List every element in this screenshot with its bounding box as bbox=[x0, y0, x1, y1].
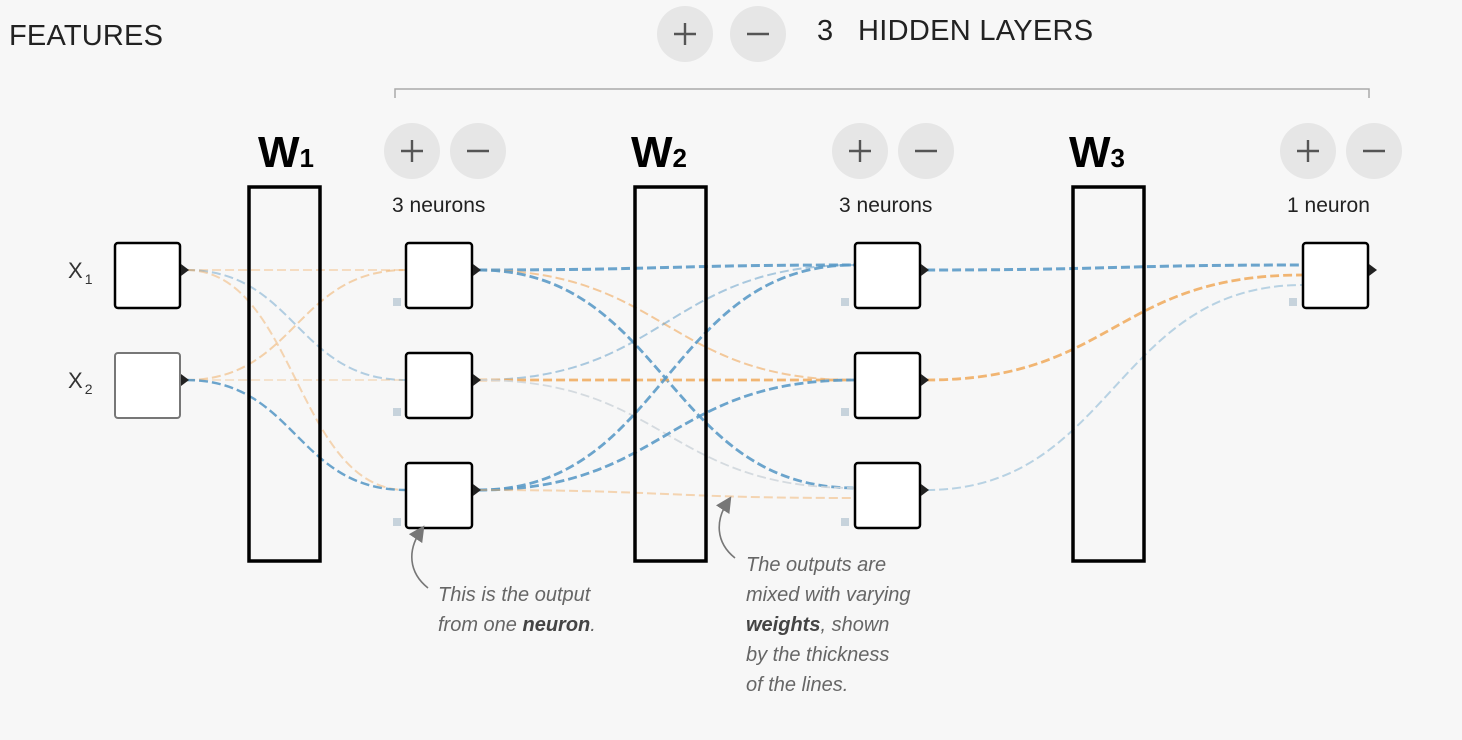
link bbox=[185, 269, 407, 491]
weight-box-w2 bbox=[633, 185, 708, 563]
weights-annotation: The outputs are mixed with varying weigh… bbox=[746, 550, 911, 700]
link bbox=[477, 489, 856, 499]
layer1-neuron-count: 3 neurons bbox=[392, 194, 486, 217]
link bbox=[925, 284, 1304, 491]
weight-index: 2 bbox=[672, 143, 687, 173]
remove-neuron-layer1-button[interactable] bbox=[450, 123, 506, 179]
feature-name: X bbox=[68, 258, 83, 283]
neuron-layer2-1[interactable] bbox=[841, 241, 929, 310]
link bbox=[477, 269, 856, 381]
link bbox=[185, 378, 407, 492]
link bbox=[477, 378, 856, 492]
feature-node-x2[interactable] bbox=[114, 352, 189, 419]
add-neuron-layer1-button[interactable] bbox=[384, 123, 440, 179]
neuron-annotation: This is the output from one neuron. bbox=[438, 580, 596, 640]
minus-icon bbox=[1363, 149, 1385, 153]
plus-icon bbox=[401, 140, 423, 162]
annotation-line: The outputs are bbox=[746, 554, 887, 576]
weight-letter: W bbox=[631, 128, 673, 177]
neuron-output[interactable] bbox=[1289, 241, 1377, 310]
link bbox=[925, 263, 1304, 272]
link bbox=[185, 269, 407, 381]
annotation-bold: weights bbox=[746, 614, 821, 636]
annotation-line: mixed with varying bbox=[746, 584, 911, 606]
annotation-text: from one bbox=[438, 614, 523, 636]
add-neuron-layer2-button[interactable] bbox=[832, 123, 888, 179]
links-input-to-layer1 bbox=[185, 269, 407, 492]
neuron-layer1-3[interactable] bbox=[393, 461, 481, 530]
weight-index: 1 bbox=[299, 143, 314, 173]
layer2-neuron-count: 3 neurons bbox=[839, 194, 933, 217]
hidden-layers-count: 3 bbox=[817, 15, 834, 47]
remove-hidden-layer-button[interactable] bbox=[730, 6, 786, 62]
annotation-text: . bbox=[590, 614, 596, 636]
links-layer1-to-layer2 bbox=[477, 263, 856, 499]
neuron-layer2-3[interactable] bbox=[841, 461, 929, 530]
features-heading: FEATURES bbox=[9, 20, 164, 52]
links-layer2-to-output bbox=[925, 263, 1304, 491]
feature-subscript: 1 bbox=[84, 271, 93, 287]
annotation-bold: neuron bbox=[522, 614, 591, 636]
link bbox=[477, 263, 856, 492]
link bbox=[925, 273, 1304, 382]
weight-letter: W bbox=[1069, 128, 1111, 177]
link bbox=[477, 263, 856, 272]
hidden-layers-bracket bbox=[394, 88, 1370, 98]
remove-neuron-layer3-button[interactable] bbox=[1346, 123, 1402, 179]
annotation-arrow-neuron bbox=[408, 525, 429, 589]
annotation-line: weights, shown bbox=[746, 610, 911, 640]
add-hidden-layer-button[interactable] bbox=[657, 6, 713, 62]
weight-box-w1 bbox=[247, 185, 322, 563]
feature-name: X bbox=[68, 368, 83, 393]
layer3-neuron-count: 1 neuron bbox=[1287, 194, 1370, 217]
add-neuron-layer3-button[interactable] bbox=[1280, 123, 1336, 179]
annotation-line: of the lines. bbox=[746, 674, 849, 696]
minus-icon bbox=[747, 32, 769, 36]
link bbox=[477, 264, 856, 381]
weight-label-w1: W1 bbox=[258, 128, 314, 178]
annotation-line: by the thickness bbox=[746, 644, 890, 666]
plus-icon bbox=[849, 140, 871, 162]
weight-label-w2: W2 bbox=[631, 128, 687, 178]
hidden-layers-label: HIDDEN LAYERS bbox=[858, 15, 1094, 47]
neuron-layer1-2[interactable] bbox=[393, 351, 481, 420]
annotation-arrow-weights bbox=[715, 496, 736, 559]
feature-subscript: 2 bbox=[84, 381, 93, 397]
annotation-line: from one neuron. bbox=[438, 610, 596, 640]
remove-neuron-layer2-button[interactable] bbox=[898, 123, 954, 179]
annotation-line: This is the output bbox=[438, 584, 591, 606]
plus-icon bbox=[1297, 140, 1319, 162]
neuron-layer2-2[interactable] bbox=[841, 351, 929, 420]
weight-index: 3 bbox=[1110, 143, 1125, 173]
link bbox=[185, 269, 407, 381]
weight-label-w3: W3 bbox=[1069, 128, 1125, 178]
neuron-layer1-1[interactable] bbox=[393, 241, 481, 310]
minus-icon bbox=[915, 149, 937, 153]
annotation-text: , shown bbox=[820, 614, 890, 636]
minus-icon bbox=[467, 149, 489, 153]
weight-letter: W bbox=[258, 128, 300, 177]
plus-icon bbox=[674, 23, 696, 45]
weight-box-w3 bbox=[1071, 185, 1146, 563]
feature-node-x1[interactable] bbox=[113, 241, 189, 310]
